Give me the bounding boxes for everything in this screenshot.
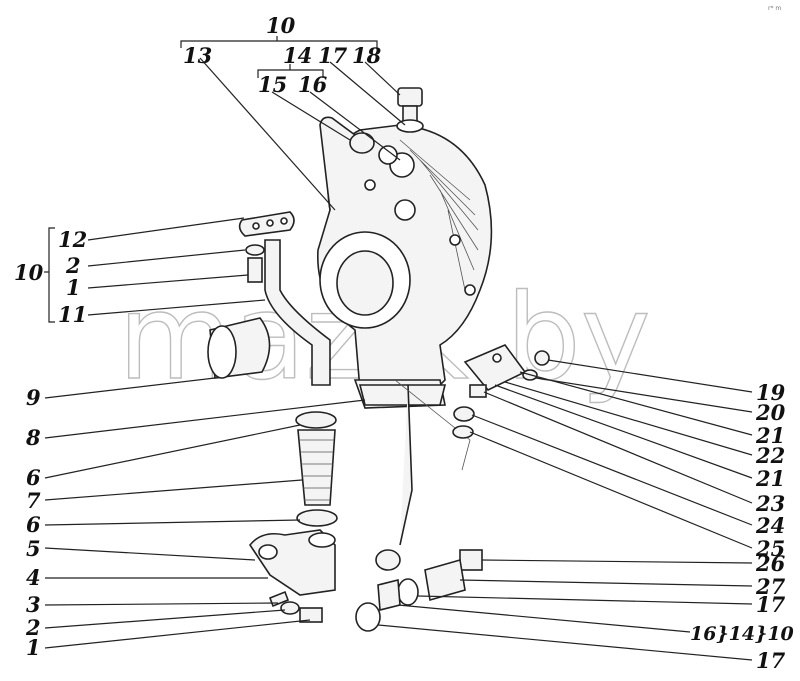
label-16: 16	[298, 72, 328, 97]
fitting-15	[349, 132, 398, 165]
leader-lines	[44, 36, 753, 661]
label-16-14-10: 16}14}10	[690, 623, 794, 645]
label-27: 27	[755, 574, 786, 599]
label-20: 20	[755, 400, 786, 425]
drain-tube	[399, 384, 413, 546]
washer-2-top	[245, 244, 265, 256]
elbow-4	[249, 529, 336, 596]
gasket-8	[358, 384, 447, 406]
label-21-upper: 21	[755, 423, 785, 448]
fitting-26	[459, 549, 483, 571]
label-14: 14	[283, 43, 312, 68]
label-13: 13	[183, 43, 212, 68]
label-25: 25	[755, 536, 785, 561]
bolt-23	[469, 384, 487, 398]
label-12: 12	[58, 227, 87, 252]
label-2-lower: 2	[25, 615, 41, 640]
label-6-lower: 6	[26, 512, 41, 537]
label-4: 4	[26, 565, 41, 590]
nut-24	[453, 406, 475, 422]
label-top-10: 10	[266, 13, 296, 38]
banjo-16	[377, 578, 401, 612]
part-labels: 10 13 14 17 18 15 16 10 12 2 1 11 9 8 6 …	[14, 13, 794, 673]
label-21-lower: 21	[755, 466, 785, 491]
label-3: 3	[26, 592, 41, 617]
label-23: 23	[755, 491, 785, 516]
label-26: 26	[755, 551, 786, 576]
clamp-6-bottom	[296, 509, 338, 527]
label-22: 22	[755, 443, 785, 468]
corner-mark: r* m	[768, 5, 781, 12]
stud-1-top	[247, 257, 263, 283]
label-6-upper: 6	[26, 465, 41, 490]
label-17-top: 17	[318, 43, 348, 68]
tube-nut	[375, 549, 401, 571]
nut-19	[534, 350, 550, 366]
washer-25	[452, 425, 474, 439]
clamp-6-top	[295, 411, 337, 429]
bolt-set-1-2-3	[268, 590, 323, 623]
label-1-lower: 1	[26, 635, 41, 660]
label-7: 7	[26, 488, 41, 513]
flange-12	[238, 211, 295, 237]
label-11: 11	[58, 302, 87, 327]
sleeve-9	[207, 317, 271, 379]
label-9: 9	[26, 385, 41, 410]
hose-7	[297, 429, 336, 506]
pipe-13	[319, 116, 356, 211]
strap	[394, 379, 471, 471]
label-19: 19	[756, 380, 786, 405]
label-15: 15	[258, 72, 287, 97]
label-left-10: 10	[14, 260, 44, 285]
fitting-27	[424, 558, 466, 602]
label-24: 24	[755, 513, 785, 538]
label-1-upper: 1	[66, 275, 81, 300]
label-17-right: 17	[756, 592, 786, 617]
label-8: 8	[25, 425, 41, 450]
label-2-upper: 2	[65, 253, 81, 278]
washer-17-bottom	[355, 602, 381, 632]
label-18: 18	[352, 43, 382, 68]
washer-17-right	[397, 578, 419, 606]
label-5: 5	[26, 536, 41, 561]
label-17-bottom: 17	[756, 648, 786, 673]
pipe-11	[264, 239, 331, 386]
bolt-18	[396, 87, 424, 133]
